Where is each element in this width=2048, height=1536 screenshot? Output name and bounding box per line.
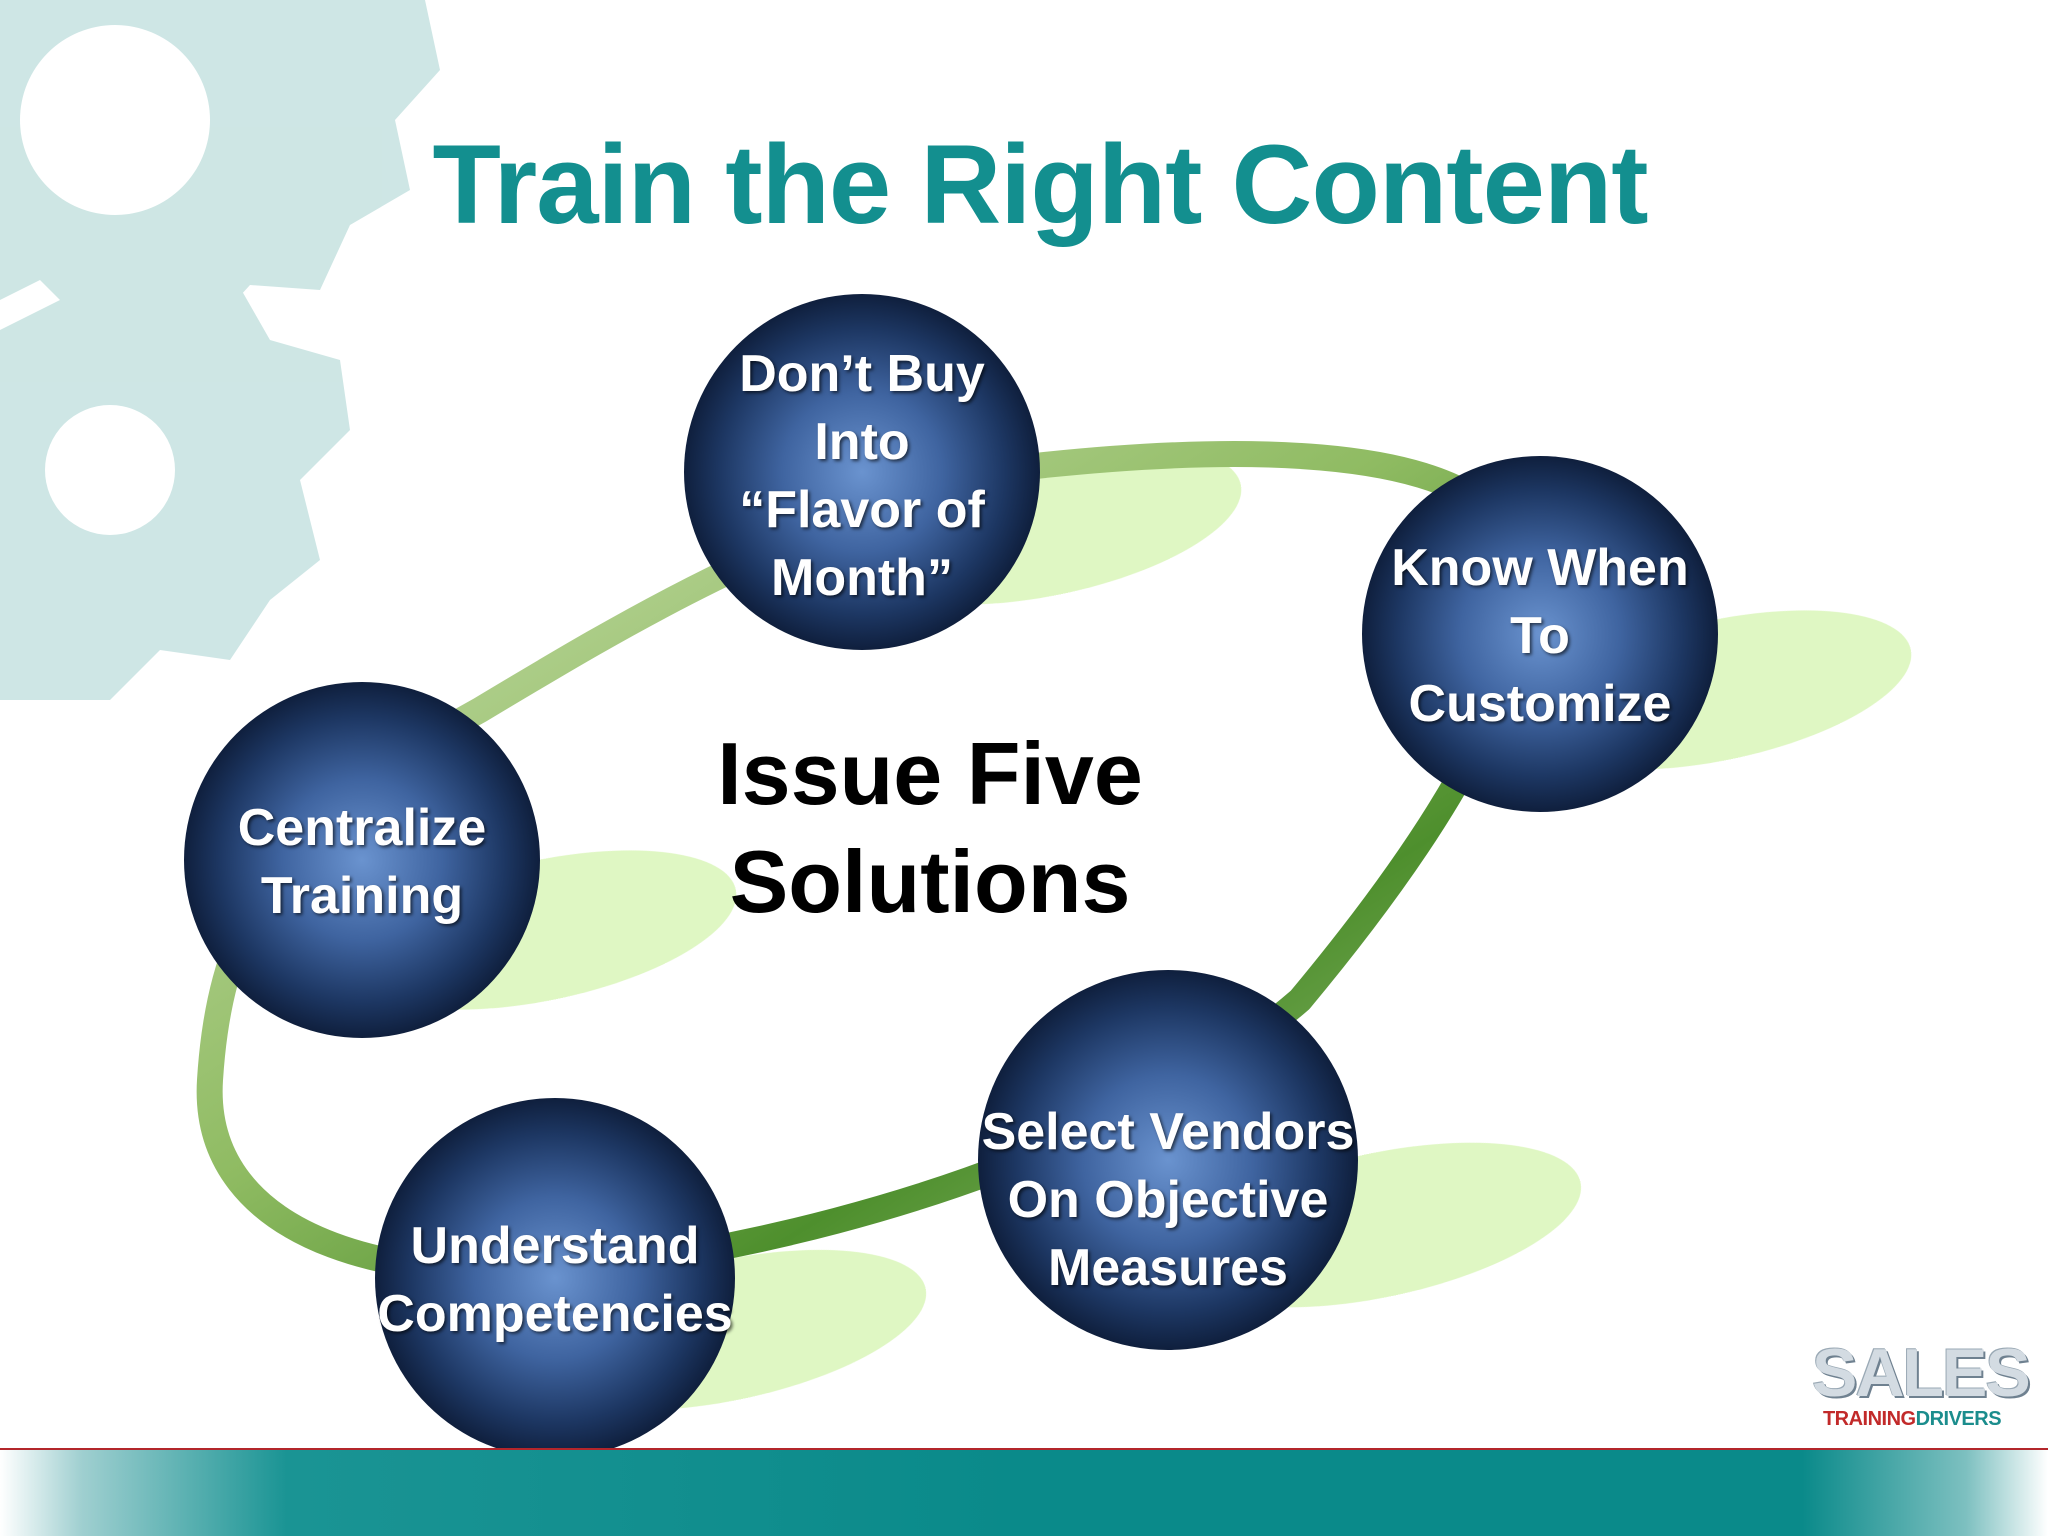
node-label-customize: Know When To Customize bbox=[1391, 534, 1689, 738]
sphere-competencies bbox=[375, 1098, 735, 1458]
gear-background bbox=[0, 0, 440, 700]
logo-sub-left: TRAINING bbox=[1822, 1408, 1916, 1430]
footer-bar bbox=[0, 1450, 2048, 1536]
node-line: Competencies bbox=[377, 1285, 733, 1343]
sphere-customize bbox=[1362, 456, 1718, 812]
footer-rule bbox=[0, 1448, 2048, 1451]
node-line: Customize bbox=[1408, 675, 1672, 733]
logo-subtitle: TRAININGDRIVERS bbox=[1812, 1408, 2012, 1430]
node-line: Centralize bbox=[237, 799, 487, 857]
node-line: Understand bbox=[410, 1217, 700, 1275]
sphere-flavor bbox=[684, 294, 1040, 650]
node-label-competencies: Understand Competencies bbox=[377, 1212, 732, 1348]
node-line: On Objective bbox=[1007, 1171, 1329, 1229]
node-line: Into bbox=[814, 413, 910, 471]
node-line: Month” bbox=[771, 549, 953, 607]
node-line: Know When bbox=[1391, 539, 1689, 597]
logo-sub-right: DRIVERS bbox=[1915, 1408, 2002, 1430]
node-label-flavor: Don’t Buy Into “Flavor of Month” bbox=[739, 340, 985, 612]
center-label-line-1: Issue Five bbox=[717, 724, 1143, 823]
logo-main-text: SALES bbox=[1812, 1335, 2031, 1411]
sphere-vendors bbox=[978, 970, 1358, 1350]
node-label-centralize: Centralize Training bbox=[238, 794, 487, 930]
spheres bbox=[184, 294, 1718, 1458]
node-line: Training bbox=[260, 867, 464, 925]
slide-title: Train the Right Content bbox=[432, 122, 1648, 247]
sales-training-drivers-logo: SALES TRAININGDRIVERS bbox=[1812, 1335, 2031, 1430]
center-label-line-2: Solutions bbox=[729, 832, 1131, 931]
node-label-vendors: Select Vendors On Objective Measures bbox=[982, 1098, 1355, 1302]
node-line: To bbox=[1510, 607, 1570, 665]
center-label: Issue Five Solutions bbox=[650, 720, 1210, 936]
node-line: Don’t Buy bbox=[739, 345, 985, 403]
node-line: Select Vendors bbox=[981, 1103, 1355, 1161]
node-line: Measures bbox=[1048, 1239, 1288, 1297]
node-line: “Flavor of bbox=[739, 481, 985, 539]
sphere-centralize bbox=[184, 682, 540, 1038]
